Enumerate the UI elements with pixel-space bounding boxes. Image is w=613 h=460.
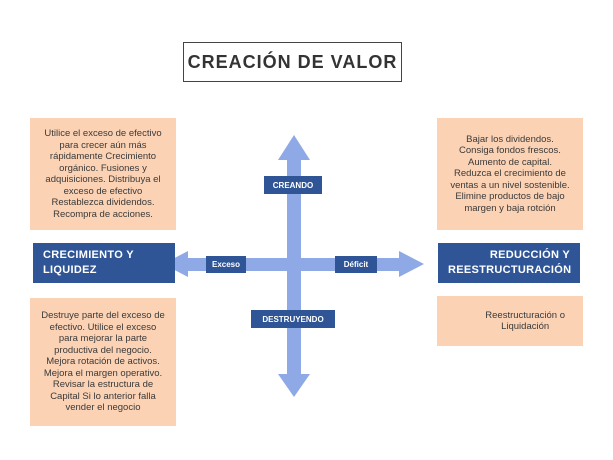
arrow-left-head — [163, 251, 188, 277]
note-line: para mejorar la parte — [58, 333, 148, 345]
reduction-restructuring-box: REDUCCIÓN Y REESTRUCTURACIÓN — [438, 243, 580, 283]
reduction-restructuring-line1: REDUCCIÓN Y — [489, 249, 570, 261]
note-line: Mejora el margen operativo. — [43, 367, 163, 379]
label-deficit: Déficit — [335, 256, 377, 273]
note-line: Liquidación — [501, 321, 550, 332]
growth-liquidity-box: CRECIMIENTO Y LIQUIDEZ — [33, 243, 175, 283]
note-line: exceso de efectivo — [63, 185, 143, 197]
label-destruyendo: DESTRUYENDO — [251, 310, 335, 328]
note-line: Restablezca dividendos. — [51, 197, 155, 208]
note-line: Reduzca el crecimiento de — [454, 168, 566, 180]
note-line: efectivo. Utilice el exceso — [49, 321, 157, 333]
note-line: Consiga fondos frescos. — [459, 145, 561, 157]
note-line: Capital Si lo anterior falla — [50, 390, 156, 402]
note-line: Utilice el exceso de efectivo — [44, 128, 162, 139]
note-line: Elimine productos de bajo — [455, 191, 565, 203]
label-creando: CREANDO — [264, 176, 322, 194]
note-line: Recompra de acciones. — [53, 208, 153, 220]
arrow-down-head — [278, 374, 310, 397]
note-top-right-text: Bajar los dividendos.Consiga fondos fres… — [450, 134, 569, 215]
diagram-title: CREACIÓN DE VALOR — [183, 42, 402, 82]
note-line: Revisar la estructura de — [52, 379, 154, 391]
note-line: Bajar los dividendos. — [466, 133, 554, 145]
growth-liquidity-line2: LIQUIDEZ — [43, 264, 97, 276]
arrow-right-head — [399, 251, 424, 277]
note-line: Mejora rotación de activos. — [46, 356, 160, 368]
note-top-right: Bajar los dividendos.Consiga fondos fres… — [437, 118, 583, 230]
note-line: para crecer aún más — [59, 139, 147, 151]
growth-liquidity-line1: CRECIMIENTO Y — [43, 249, 134, 261]
note-line: Destruye parte del exceso de — [41, 310, 165, 322]
arrow-up-head — [278, 135, 310, 160]
note-line: Aumento de capital. — [468, 156, 552, 168]
note-line: orgánico. Fusiones y — [59, 162, 147, 174]
note-line: margen y baja rotción — [464, 202, 556, 214]
note-line: adquisiciones. Distribuya el — [45, 174, 161, 185]
label-exceso: Exceso — [206, 256, 246, 273]
note-line: productiva del negocio. — [54, 344, 152, 356]
reduction-restructuring-line2: REESTRUCTURACIÓN — [448, 264, 572, 276]
note-line: vender el negocio — [65, 402, 141, 414]
note-line: Reestructuración o — [485, 309, 565, 321]
note-line: ventas a un nivel sostenible. — [450, 179, 570, 191]
note-line: rápidamente Crecimiento — [49, 151, 157, 162]
